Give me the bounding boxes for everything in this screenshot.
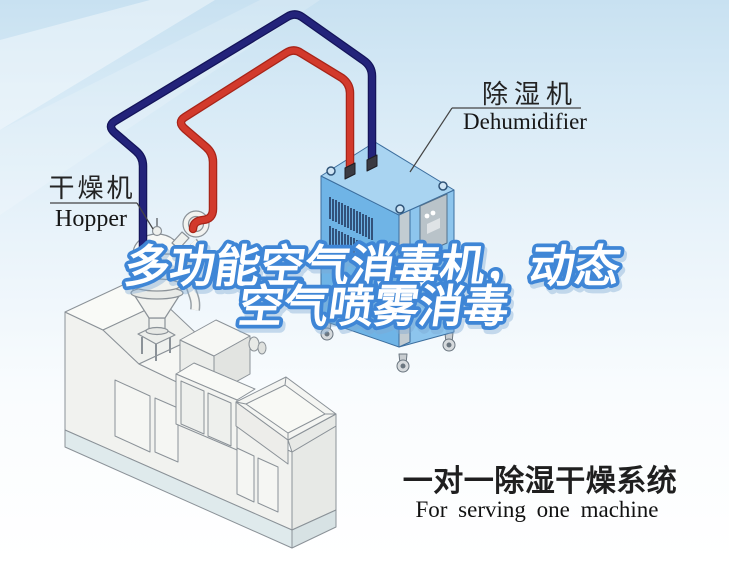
dehumidifier-unit bbox=[320, 141, 456, 373]
vent-slats bbox=[329, 197, 373, 269]
caption-zh: 一对一除湿干燥系统 bbox=[403, 464, 678, 498]
headline-line2: 空气喷雾消毒 bbox=[235, 281, 512, 332]
svg-text:多功能空气消毒机，动态: 多功能空气消毒机，动态 bbox=[124, 245, 626, 296]
dehumidifier-label: 除湿机 Dehumidifier bbox=[409, 79, 587, 173]
headline-shadow: 多功能空气消毒机，动态 空气喷雾消毒 bbox=[120, 241, 630, 340]
dehumidifier-label-en: Dehumidifier bbox=[463, 109, 587, 134]
hopper-label: 干燥机 Hopper bbox=[48, 173, 154, 232]
hopper-label-zh: 干燥机 bbox=[48, 173, 135, 203]
pipes bbox=[106, 10, 378, 263]
background-streak bbox=[0, 0, 320, 215]
headline: 多功能空气消毒机，动态 空气喷雾消毒 多功能空气消毒机，动态 空气喷雾消毒 bbox=[118, 237, 630, 340]
headline-line1: 多功能空气消毒机，动态 bbox=[121, 241, 623, 292]
caption-en: For serving one machine bbox=[415, 497, 658, 522]
hopper-label-en: Hopper bbox=[55, 206, 127, 232]
dehumidifier-label-zh: 除湿机 bbox=[482, 79, 578, 109]
svg-text:空气喷雾消毒: 空气喷雾消毒 bbox=[238, 285, 515, 336]
background-streak bbox=[0, 0, 215, 130]
extruder-machine bbox=[64, 283, 337, 549]
bottom-caption: 一对一除湿干燥系统 For serving one machine bbox=[403, 464, 678, 522]
